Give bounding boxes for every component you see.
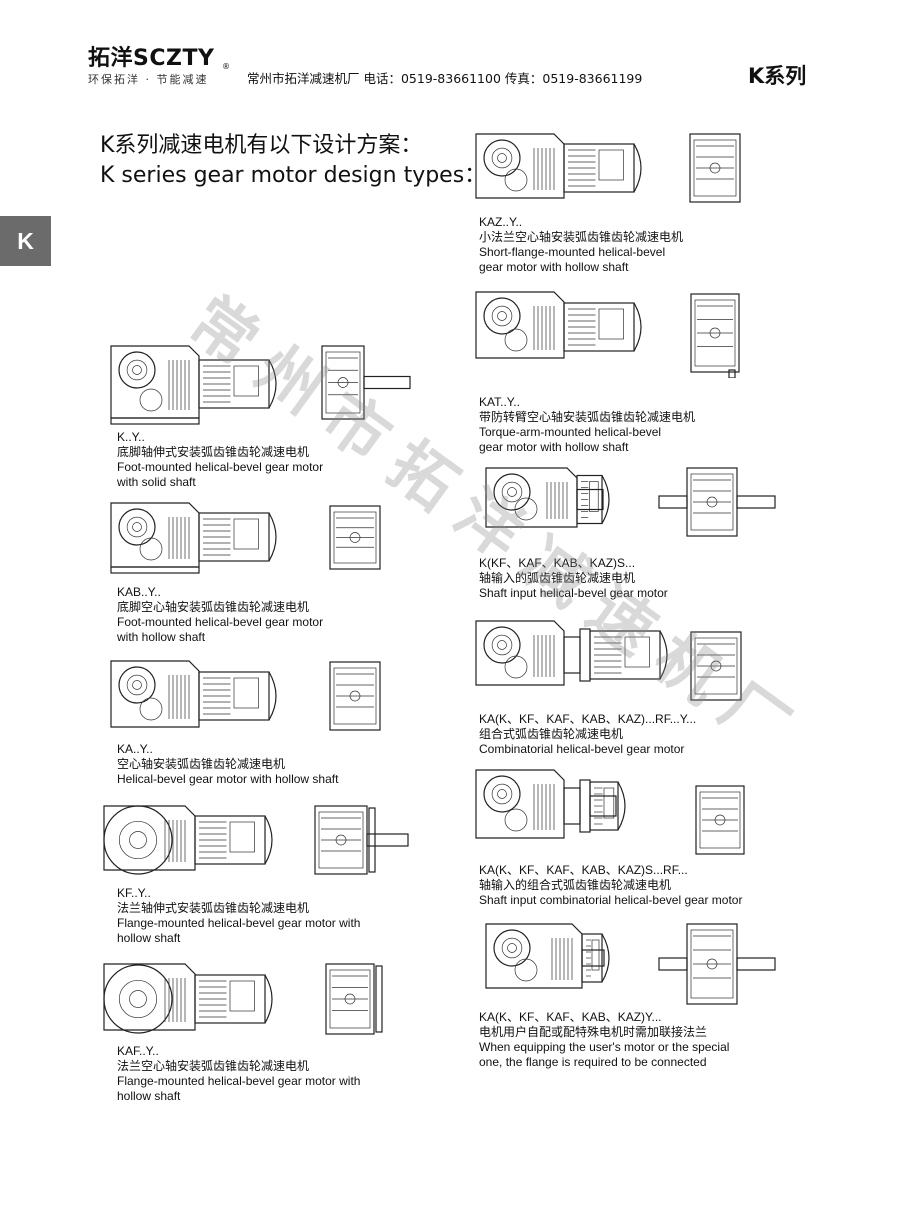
drawing-k-end	[321, 345, 411, 420]
description-en: hollow shaft	[117, 931, 181, 945]
drawing-kaf-side	[103, 963, 273, 1034]
description-cn: 电机用户自配或配特殊电机时需加联接法兰	[479, 1025, 708, 1039]
description-cn: 轴输入的弧齿锥齿轮减速电机	[479, 571, 636, 585]
model-code: KA(K、KF、KAF、KAB、KAZ)S...RF...	[479, 863, 688, 877]
description-en: hollow shaft	[117, 1089, 181, 1103]
caption-k: K..Y.. 底脚轴伸式安装弧齿锥齿轮减速电机 Foot-mounted hel…	[117, 430, 323, 490]
description-en: with hollow shaft	[117, 630, 206, 644]
description-cn: 底脚轴伸式安装弧齿锥齿轮减速电机	[117, 445, 310, 459]
description-en: Helical-bevel gear motor with hollow sha…	[117, 772, 339, 786]
model-code: KAB..Y..	[117, 585, 161, 599]
drawing-k-side	[110, 345, 277, 425]
drawing-ks-end	[658, 467, 776, 537]
description-en: Foot-mounted helical-bevel gear motor	[117, 460, 324, 474]
description-en: Shaft input combinatorial helical-bevel …	[479, 893, 743, 907]
description-en: Combinatorial helical-bevel gear motor	[479, 742, 685, 756]
company-contact: 常州市拓洋减速机厂 电话：0519-83661100 传真：0519-83661…	[247, 71, 643, 86]
caption-kaf: KAF..Y.. 法兰空心轴安装弧齿锥齿轮减速电机 Flange-mounted…	[117, 1044, 360, 1104]
page-title: K系列减速电机有以下设计方案： K series gear motor desi…	[100, 131, 486, 191]
drawing-ka-end	[329, 661, 381, 731]
drawing-kaz-end	[689, 133, 741, 203]
description-en: gear motor with hollow shaft	[479, 440, 629, 454]
drawing-kf-side	[103, 805, 273, 875]
description-en: Flange-mounted helical-bevel gear motor …	[117, 1074, 361, 1088]
drawing-kaz-side	[475, 133, 642, 199]
model-code: KAF..Y..	[117, 1044, 159, 1058]
description-en: When equipping the user's motor or the s…	[479, 1040, 730, 1054]
drawing-kay-end	[658, 923, 776, 1005]
model-code: KF..Y..	[117, 886, 151, 900]
drawing-kat-end	[690, 293, 740, 378]
caption-kaz: KAZ..Y.. 小法兰空心轴安装弧齿锥齿轮减速电机 Short-flange-…	[479, 215, 683, 275]
drawing-ksrf-end	[695, 785, 745, 855]
drawing-ks-side	[485, 467, 610, 528]
drawing-kaf-end	[325, 963, 383, 1035]
drawing-ka-side	[110, 660, 277, 728]
registered-mark: ®	[222, 62, 230, 71]
description-en: Flange-mounted helical-bevel gear motor …	[117, 916, 361, 930]
description-cn: 法兰空心轴安装弧齿锥齿轮减速电机	[117, 1059, 310, 1073]
model-code: KA(K、KF、KAF、KAB、KAZ)Y...	[479, 1010, 662, 1024]
drawing-kat-side	[475, 291, 642, 359]
description-cn: 组合式弧齿锥齿轮减速电机	[479, 727, 624, 741]
description-cn: 带防转臂空心轴安装弧齿锥齿轮减速电机	[479, 410, 696, 424]
title-cn: K系列减速电机有以下设计方案：	[100, 133, 423, 158]
section-tab: K	[0, 216, 51, 266]
series-label: K系列	[748, 64, 807, 88]
description-cn: 空心轴安装弧齿锥齿轮减速电机	[117, 757, 286, 771]
drawing-kab-end	[329, 505, 381, 570]
caption-kf: KF..Y.. 法兰轴伸式安装弧齿锥齿轮减速电机 Flange-mounted …	[117, 886, 360, 946]
description-en: Foot-mounted helical-bevel gear motor	[117, 615, 324, 629]
description-en: gear motor with hollow shaft	[479, 260, 629, 274]
drawing-kf-end	[314, 805, 409, 875]
page-header: 拓洋SCZTY ® 环保拓洋 · 节能减速 常州市拓洋减速机厂 电话：0519-…	[0, 0, 900, 100]
description-cn: 小法兰空心轴安装弧齿锥齿轮减速电机	[479, 230, 684, 244]
description-en: Torque-arm-mounted helical-bevel	[479, 425, 662, 439]
model-code: KA..Y..	[117, 742, 153, 756]
caption-ka: KA..Y.. 空心轴安装弧齿锥齿轮减速电机 Helical-bevel gea…	[117, 742, 338, 787]
caption-ksrf: KA(K、KF、KAF、KAB、KAZ)S...RF... 轴输入的组合式弧齿锥…	[479, 863, 742, 908]
drawing-kay-side	[485, 923, 610, 989]
caption-kat: KAT..Y.. 带防转臂空心轴安装弧齿锥齿轮减速电机 Torque-arm-m…	[479, 395, 695, 455]
caption-ks: K(KF、KAF、KAB、KAZ)S... 轴输入的弧齿锥齿轮减速电机 Shaf…	[479, 556, 668, 601]
description-en: Short-flange-mounted helical-bevel	[479, 245, 666, 259]
drawing-ksrf-side	[475, 769, 626, 839]
caption-kab: KAB..Y.. 底脚空心轴安装弧齿锥齿轮减速电机 Foot-mounted h…	[117, 585, 323, 645]
description-cn: 轴输入的组合式弧齿锥齿轮减速电机	[479, 878, 672, 892]
drawing-kab-side	[110, 502, 277, 574]
brand-slogan: 环保拓洋 · 节能减速	[88, 73, 209, 86]
description-en: with solid shaft	[117, 475, 196, 489]
drawing-karf-end	[690, 631, 742, 701]
brand-logo: 拓洋SCZTY	[88, 46, 215, 71]
model-code: K..Y..	[117, 430, 145, 444]
drawing-karf-side	[475, 620, 668, 686]
description-cn: 底脚空心轴安装弧齿锥齿轮减速电机	[117, 600, 310, 614]
description-en: Shaft input helical-bevel gear motor	[479, 586, 668, 600]
caption-ky-flange: KA(K、KF、KAF、KAB、KAZ)Y... 电机用户自配或配特殊电机时需加…	[479, 1010, 729, 1070]
description-cn: 法兰轴伸式安装弧齿锥齿轮减速电机	[117, 901, 310, 915]
model-code: KAT..Y..	[479, 395, 520, 409]
model-code: KAZ..Y..	[479, 215, 523, 229]
model-code: K(KF、KAF、KAB、KAZ)S...	[479, 556, 636, 570]
model-code: KA(K、KF、KAF、KAB、KAZ)...RF...Y...	[479, 712, 697, 726]
title-en: K series gear motor design types：	[100, 163, 487, 188]
description-en: one, the flange is required to be connec…	[479, 1055, 707, 1069]
caption-karf: KA(K、KF、KAF、KAB、KAZ)...RF...Y... 组合式弧齿锥齿…	[479, 712, 696, 757]
